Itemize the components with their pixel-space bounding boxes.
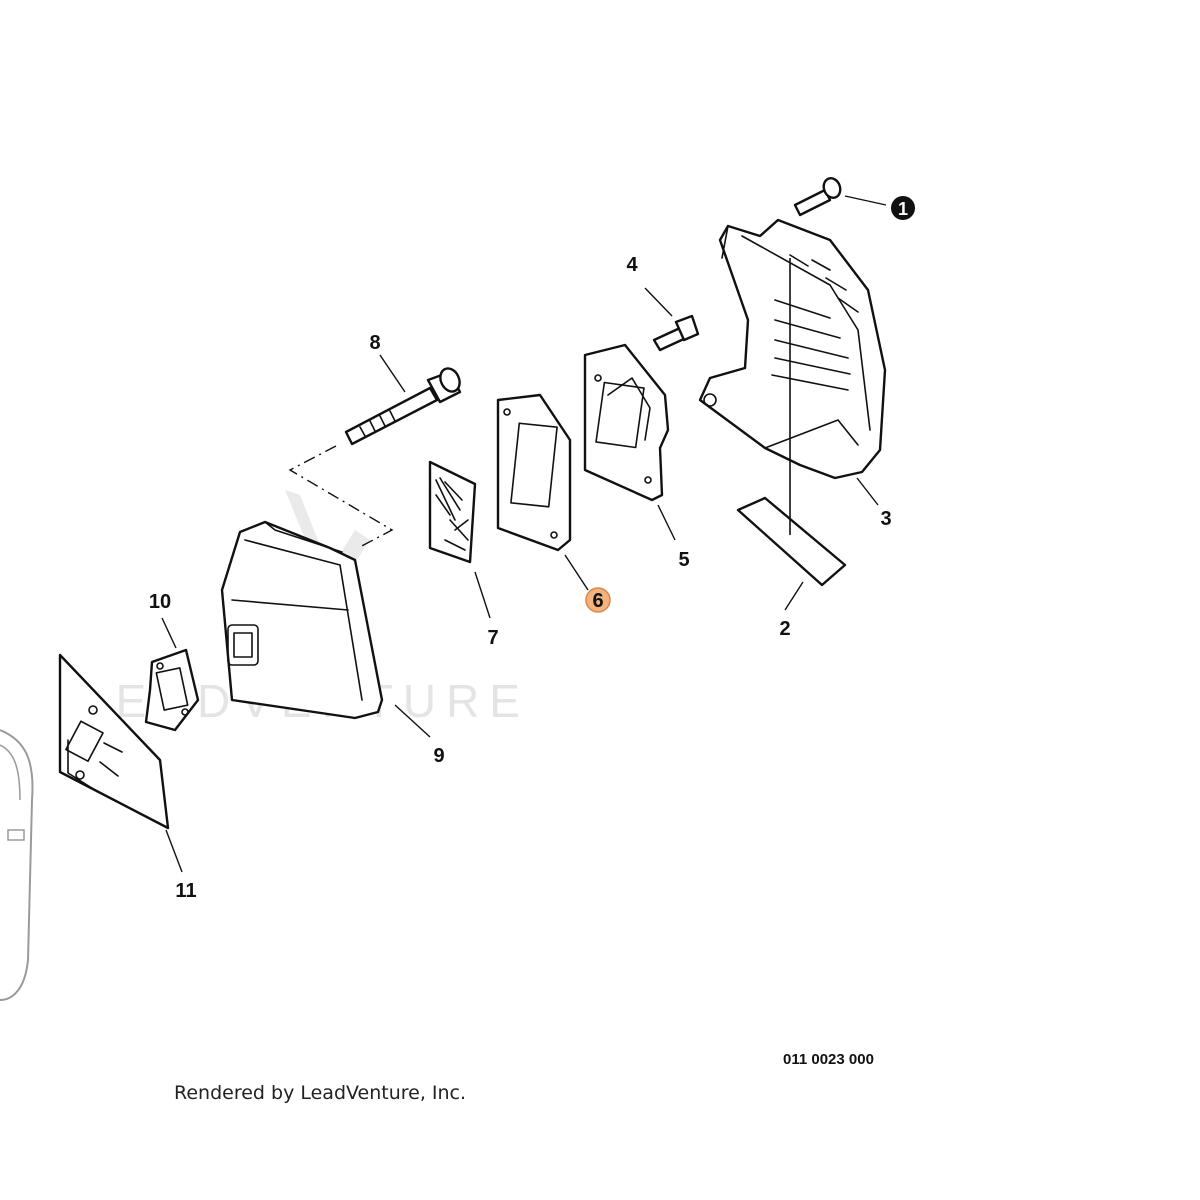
callout-7[interactable]: 7 xyxy=(487,627,498,649)
callout-4[interactable]: 4 xyxy=(626,254,638,276)
svg-text:1: 1 xyxy=(898,199,908,219)
callout-1[interactable]: 1 xyxy=(891,196,915,220)
callout-10[interactable]: 10 xyxy=(149,591,171,613)
part-1-bolt[interactable] xyxy=(793,176,843,217)
part-9-muffler[interactable] xyxy=(220,520,384,720)
callout-8[interactable]: 8 xyxy=(369,332,380,354)
part-7-spark-screen[interactable] xyxy=(428,460,477,564)
callout-3[interactable]: 3 xyxy=(880,508,891,530)
part-10-gasket[interactable] xyxy=(144,648,200,732)
svg-text:6: 6 xyxy=(592,590,603,612)
leader-lines xyxy=(161,195,887,873)
part-8-bolt[interactable] xyxy=(344,365,463,446)
callout-9[interactable]: 9 xyxy=(433,745,444,767)
part-6-gasket[interactable] xyxy=(496,393,572,552)
part-2-label[interactable] xyxy=(736,496,847,587)
callout-5[interactable]: 5 xyxy=(678,549,689,571)
callout-11[interactable]: 11 xyxy=(175,880,196,902)
part-5-flange[interactable] xyxy=(583,343,670,502)
callout-6-highlighted[interactable]: 6 xyxy=(585,587,611,613)
diagram-code: 011 0023 000 xyxy=(783,1051,874,1068)
engine-housing-outline xyxy=(0,729,34,1001)
render-credit: Rendered by LeadVenture, Inc. xyxy=(174,1082,466,1104)
bolt-alignment-line xyxy=(288,445,394,549)
callout-2[interactable]: 2 xyxy=(779,618,790,640)
part-3-cover[interactable] xyxy=(698,218,887,480)
part-4-screw[interactable] xyxy=(652,314,700,352)
part-11-plate[interactable] xyxy=(58,653,170,830)
